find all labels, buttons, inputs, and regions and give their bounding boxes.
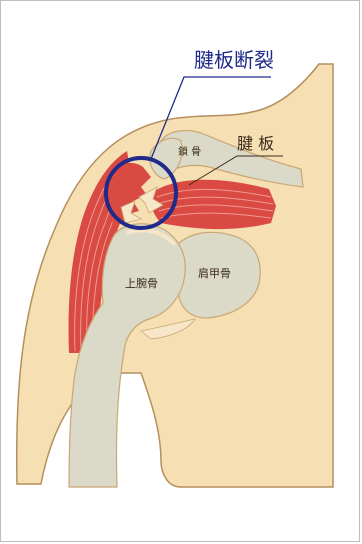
rotator-cuff-label: 腱 板: [237, 134, 274, 153]
humerus-label: 上腕骨: [125, 276, 158, 290]
tear-label: 腱板断裂: [194, 48, 274, 72]
scapula-label: 肩甲骨: [198, 266, 231, 280]
supraspinatus-muscle: [150, 180, 276, 229]
clavicle-label: 鎖 骨: [178, 145, 201, 158]
